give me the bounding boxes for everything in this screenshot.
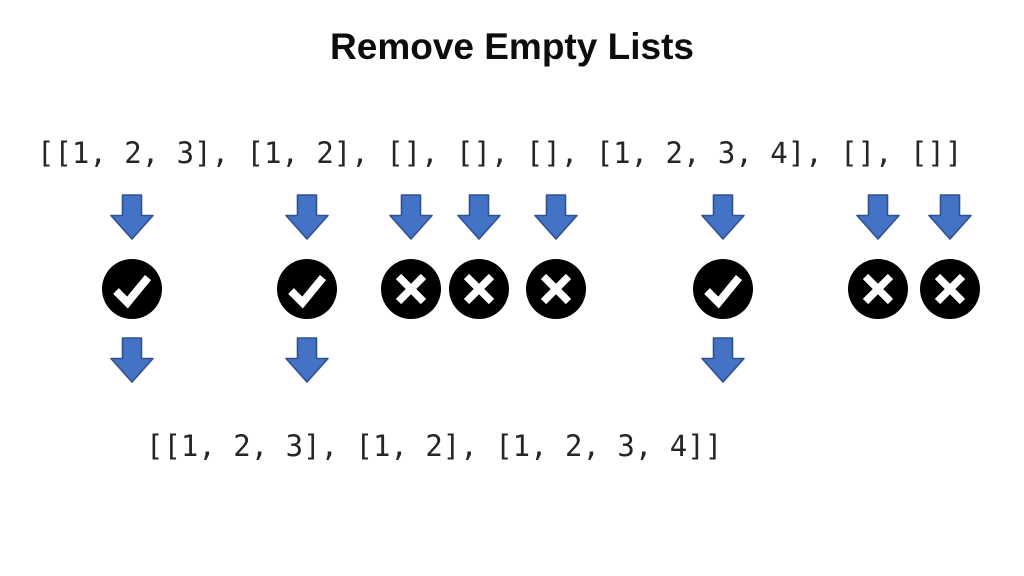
down-arrow-icon xyxy=(856,194,900,240)
down-arrow-icon xyxy=(285,194,329,240)
remove-x-icon xyxy=(448,258,510,320)
remove-x-icon xyxy=(380,258,442,320)
remove-x-icon xyxy=(919,258,981,320)
keep-check-icon xyxy=(101,258,163,320)
down-arrow-icon xyxy=(457,194,501,240)
input-list-text: [[1, 2, 3], [1, 2], [], [], [], [1, 2, 3… xyxy=(37,136,963,170)
output-list-text: [[1, 2, 3], [1, 2], [1, 2, 3, 4]] xyxy=(146,429,723,463)
down-arrow-icon xyxy=(534,194,578,240)
keep-check-icon xyxy=(692,258,754,320)
keep-check-icon xyxy=(276,258,338,320)
page-title: Remove Empty Lists xyxy=(330,26,694,67)
down-arrow-icon xyxy=(701,194,745,240)
remove-x-icon xyxy=(847,258,909,320)
remove-x-icon xyxy=(525,258,587,320)
down-arrow-icon xyxy=(110,194,154,240)
down-arrow-icon xyxy=(928,194,972,240)
down-arrow-icon xyxy=(389,194,433,240)
down-arrow-icon xyxy=(110,337,154,383)
down-arrow-icon xyxy=(285,337,329,383)
down-arrow-icon xyxy=(701,337,745,383)
